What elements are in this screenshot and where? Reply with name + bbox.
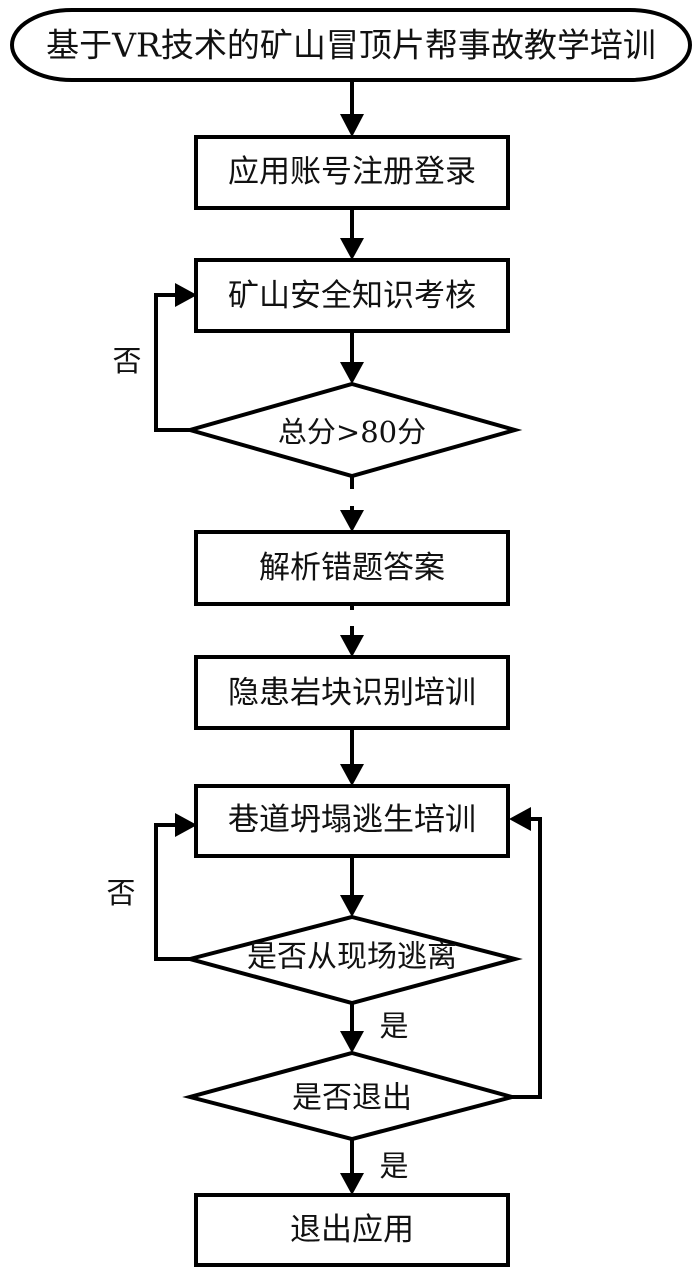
decision-shape [182, 381, 523, 479]
node-escaped-check-label: 是否从现场逃离 [247, 940, 457, 975]
node-analyze: 解析错题答案 [194, 530, 510, 606]
node-exit-check-label: 是否退出 [292, 1081, 412, 1116]
edge-label-exit-yes: 是 [379, 1149, 408, 1183]
process-shape [194, 655, 510, 730]
arrowhead-escape-loop-left [175, 813, 197, 837]
edge-score-no-loop [154, 293, 190, 432]
node-escape-training: 巷道坍塌逃生培训 [194, 784, 510, 858]
node-rock-training-label: 隐患岩块识别培训 [228, 675, 476, 711]
arrowhead-exit-check [340, 1031, 364, 1053]
decision-shape [182, 1050, 520, 1142]
decision-shape [182, 914, 523, 1006]
node-exam: 矿山安全知识考核 [194, 258, 510, 333]
arrowhead-rock [340, 635, 364, 657]
node-score-check: 总分>80分 [182, 381, 523, 479]
process-shape [194, 784, 510, 858]
edge-label-escaped-no: 否 [106, 876, 135, 910]
node-escape-training-label: 巷道坍塌逃生培训 [228, 802, 476, 838]
node-exit-app: 退出应用 [194, 1193, 510, 1267]
arrowhead-analyze [340, 510, 364, 532]
node-register: 应用账号注册登录 [194, 135, 510, 210]
node-start: 基于VR技术的矿山冒顶片帮事故教学培训 [10, 8, 692, 82]
node-exit-app-label: 退出应用 [290, 1212, 414, 1248]
process-shape [194, 258, 510, 333]
arrowhead-escape [340, 764, 364, 786]
arrowhead-score [340, 362, 364, 384]
edge-label-escaped-yes: 是 [379, 1009, 408, 1043]
process-shape [194, 1193, 510, 1267]
process-shape [194, 530, 510, 606]
node-start-label: 基于VR技术的矿山冒顶片帮事故教学培训 [46, 26, 656, 65]
node-escaped-check: 是否从现场逃离 [182, 914, 523, 1006]
node-score-check-label: 总分>80分 [278, 415, 426, 449]
arrowhead-escape-loop-right [509, 807, 531, 831]
arrowhead-escaped-check [340, 895, 364, 917]
edges [154, 80, 542, 1195]
node-exam-label: 矿山安全知识考核 [228, 278, 476, 314]
process-shape [194, 135, 510, 210]
arrowhead-register [340, 114, 364, 137]
edge-exit-no-loop [512, 817, 542, 1099]
node-register-label: 应用账号注册登录 [228, 154, 476, 190]
edge-label-score-no: 否 [112, 344, 141, 378]
node-analyze-label: 解析错题答案 [259, 550, 445, 586]
edge-escaped-no-loop [154, 823, 190, 961]
node-exit-check: 是否退出 [182, 1050, 520, 1142]
node-rock-training: 隐患岩块识别培训 [194, 655, 510, 730]
arrowhead-exam [340, 238, 364, 260]
arrowhead-exam-loop [175, 283, 197, 307]
arrowhead-exit-app [340, 1173, 364, 1195]
terminal-shape [10, 8, 692, 82]
